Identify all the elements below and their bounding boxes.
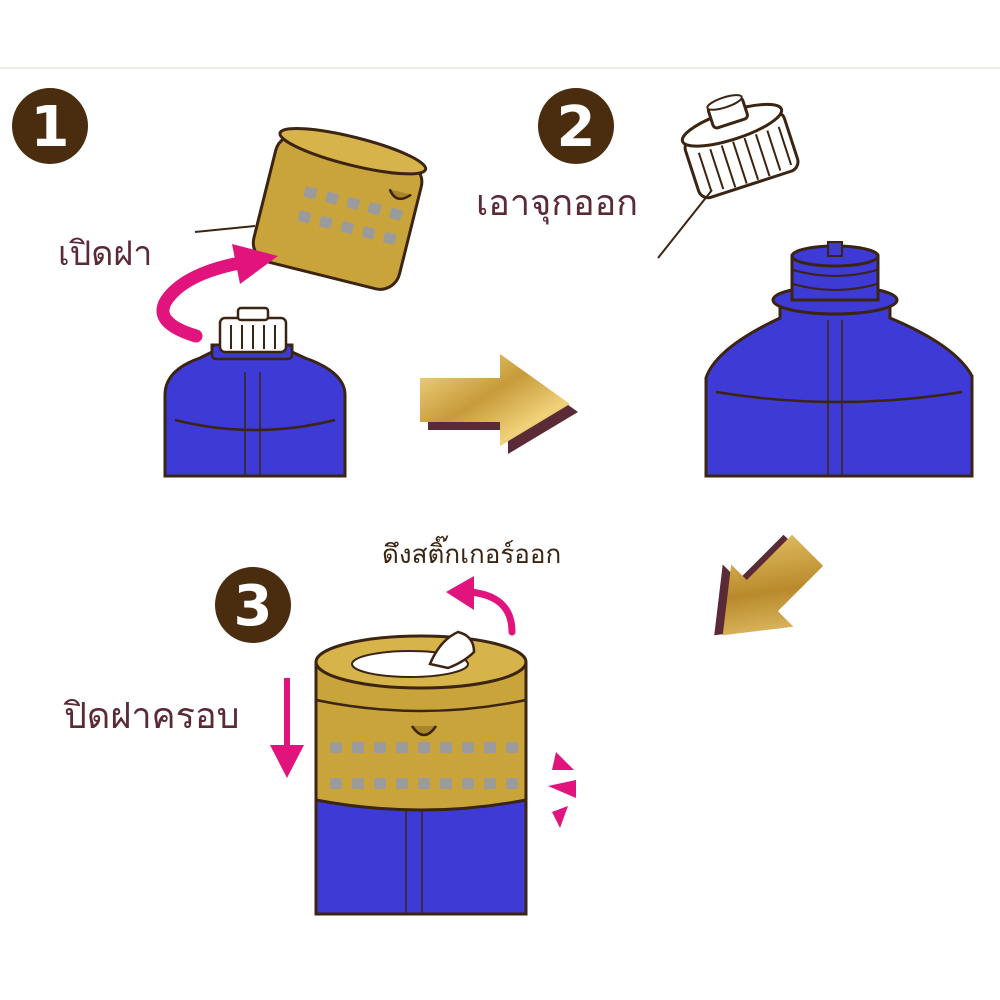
step-2-badge: 2 (538, 88, 614, 164)
step-1-bottle (163, 306, 347, 478)
step-3-badge: 3 (215, 567, 291, 643)
step-3-number: 3 (234, 574, 273, 639)
step-3: 3 ปิดฝาครอบ ดึงสติ๊กเกอร์ออก (63, 535, 576, 916)
step-2: 2 เอาจุกออก (476, 88, 974, 478)
step-1-badge: 1 (12, 88, 88, 164)
step-1-gold-cap (251, 127, 428, 291)
step-3-sub-label: ดึงสติ๊กเกอร์ออก (382, 535, 561, 570)
open-cap-arrow-icon (156, 244, 278, 343)
next-step-arrow-icon (420, 354, 578, 454)
step-2-bottle (704, 241, 974, 478)
step-1-pointer-line (194, 225, 256, 233)
step-3-label: ปิดฝาครอบ (63, 696, 239, 737)
step-1-number: 1 (31, 95, 70, 160)
press-down-arrow-icon (270, 678, 304, 778)
step-2-number: 2 (557, 95, 596, 160)
peel-arrow-icon (446, 576, 516, 636)
click-burst-icon (548, 752, 576, 828)
step-1: 1 เปิดฝา (12, 88, 428, 478)
next-step-arrow-icon (714, 534, 824, 636)
step-2-removed-stopper (680, 94, 800, 200)
step-2-label: เอาจุกออก (476, 183, 638, 225)
step-1-label: เปิดฝา (58, 234, 152, 274)
step-3-gold-cap (314, 630, 528, 812)
step-2-pointer-line (657, 189, 713, 259)
